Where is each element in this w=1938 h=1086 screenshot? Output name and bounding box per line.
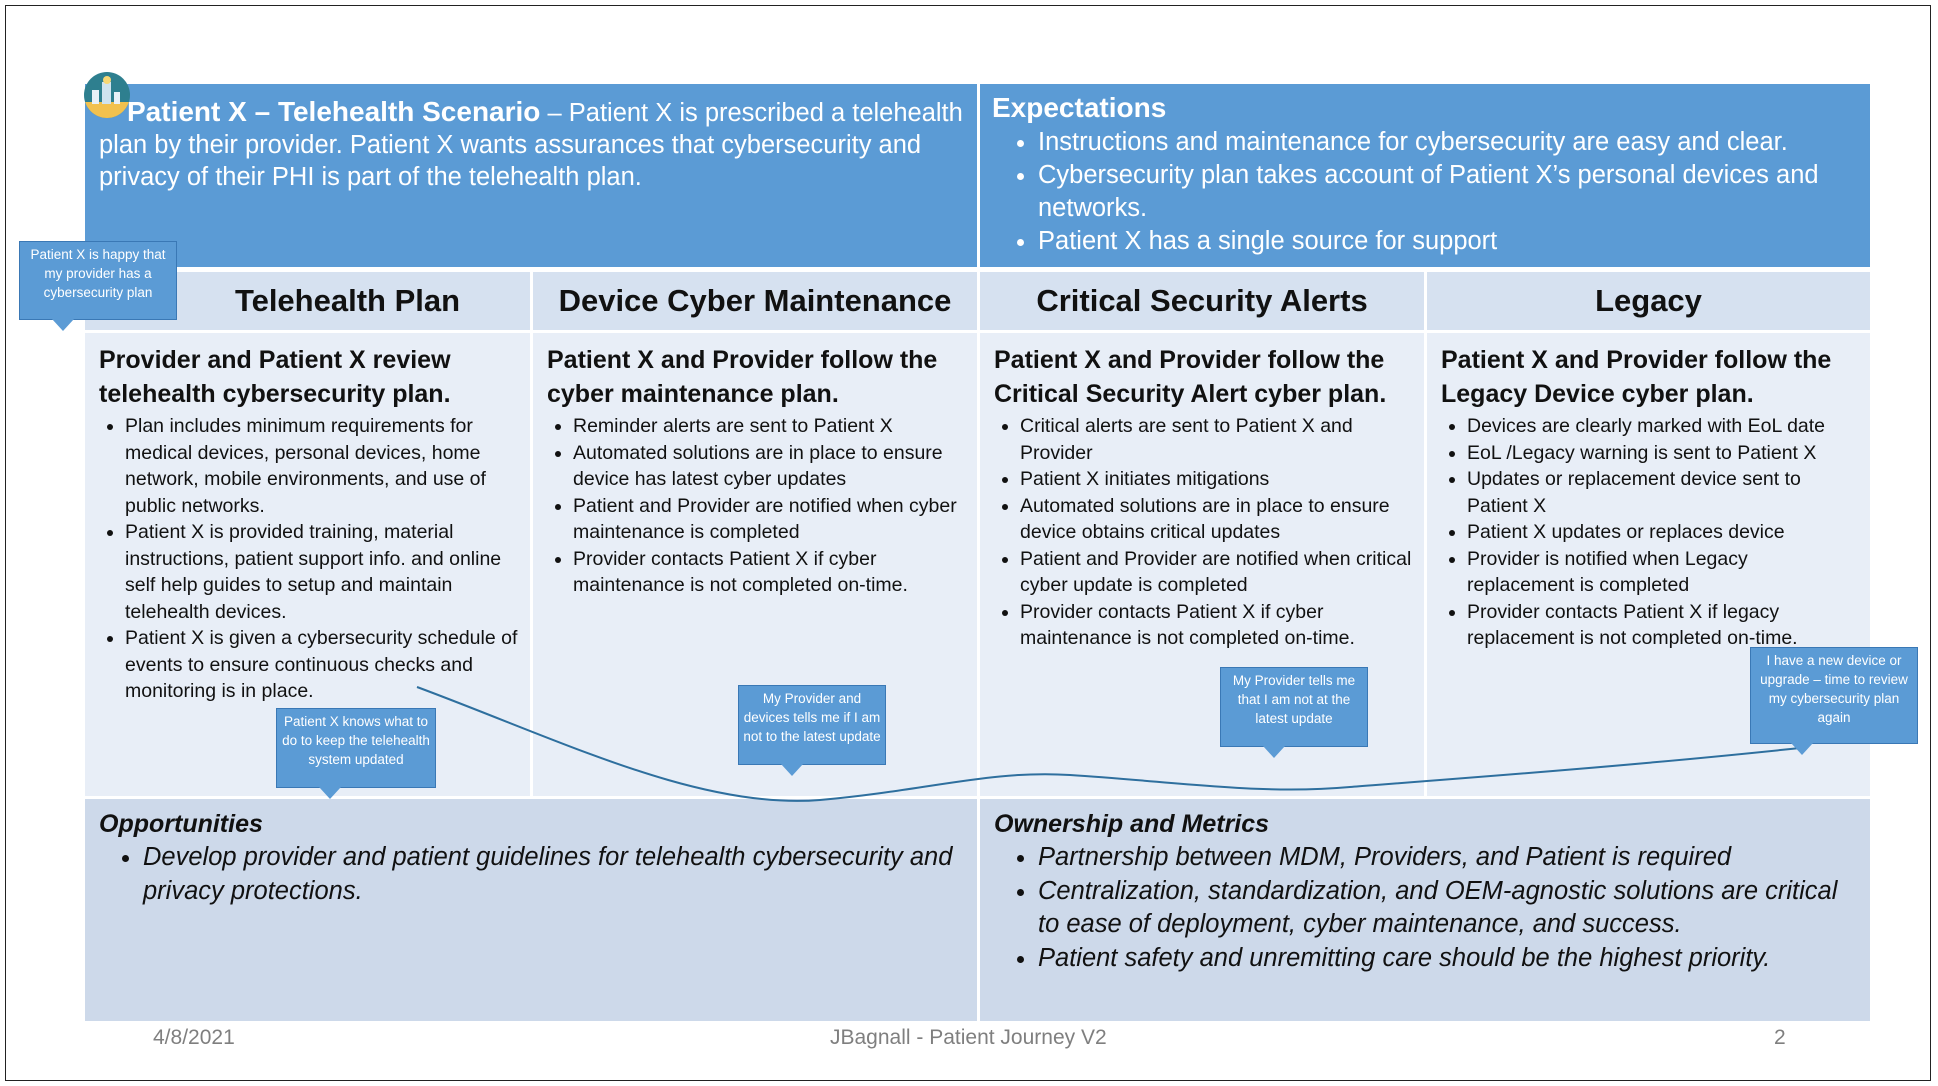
callout-new-device: I have a new device or upgrade – time to… — [1750, 647, 1918, 755]
column-bullet: Patient X updates or replaces device — [1467, 519, 1860, 546]
expectation-item: Patient X has a single source for suppor… — [1038, 225, 1856, 258]
column-bullet: Critical alerts are sent to Patient X an… — [1020, 413, 1414, 466]
column-bullet: Reminder alerts are sent to Patient X — [573, 413, 967, 440]
column-bullet: Automated solutions are in place to ensu… — [573, 440, 967, 493]
column-bullet: Provider contacts Patient X if cyber mai… — [573, 546, 967, 599]
column-lead: Patient X and Provider follow the cyber … — [547, 346, 938, 408]
callout-happy-plan: Patient X is happy that my provider has … — [19, 241, 177, 331]
slide-frame — [5, 5, 1931, 1081]
column-bullet: Patient X initiates mitigations — [1020, 466, 1414, 493]
scenario-title: Patient X – Telehealth Scenario — [127, 96, 541, 127]
column-lead: Provider and Patient X review telehealth… — [99, 346, 451, 408]
column-bullet: Patient X is provided training, material… — [125, 519, 520, 625]
column-heading-legacy: Legacy — [1427, 272, 1870, 330]
column-bullet: Automated solutions are in place to ensu… — [1020, 493, 1414, 546]
footer-date: 4/8/2021 — [153, 1026, 235, 1049]
callout-provider-devices-alert: My Provider and devices tells me if I am… — [738, 685, 886, 776]
expectations-title: Expectations — [992, 92, 1167, 123]
column-bullet: EoL /Legacy warning is sent to Patient X — [1467, 440, 1860, 467]
scenario-description: – Patient X is prescribed a telehealth p… — [99, 99, 963, 191]
column-bullet: Patient X is given a cybersecurity sched… — [125, 625, 520, 705]
column-body-telehealth-plan: Provider and Patient X review telehealth… — [85, 333, 530, 796]
callout-knows-updates: Patient X knows what to do to keep the t… — [276, 708, 436, 799]
expectation-item: Instructions and maintenance for cyberse… — [1038, 126, 1856, 159]
footer-title: JBagnall - Patient Journey V2 — [830, 1026, 1107, 1049]
expectations-panel: Expectations Instructions and maintenanc… — [980, 84, 1870, 267]
column-heading-critical-security-alerts: Critical Security Alerts — [980, 272, 1424, 330]
opportunity-item: Develop provider and patient guidelines … — [143, 841, 963, 908]
ownership-panel: Ownership and Metrics Partnership betwee… — [980, 799, 1870, 1021]
column-bullet: Updates or replacement device sent to Pa… — [1467, 466, 1860, 519]
telehealth-logo-icon — [84, 72, 130, 118]
callout-provider-alert: My Provider tells me that I am not at th… — [1220, 667, 1368, 758]
opportunities-panel: Opportunities Develop provider and patie… — [85, 799, 977, 1021]
column-bullet: Plan includes minimum requirements for m… — [125, 413, 520, 519]
column-bullet: Provider contacts Patient X if legacy re… — [1467, 599, 1860, 652]
column-heading-device-cyber-maintenance: Device Cyber Maintenance — [533, 272, 977, 330]
ownership-title: Ownership and Metrics — [994, 810, 1270, 838]
column-lead: Patient X and Provider follow the Legacy… — [1441, 346, 1832, 408]
column-bullet: Devices are clearly marked with EoL date — [1467, 413, 1860, 440]
column-bullet: Provider contacts Patient X if cyber mai… — [1020, 599, 1414, 652]
scenario-header: Patient X – Telehealth Scenario – Patien… — [85, 84, 977, 267]
column-bullet: Patient and Provider are notified when c… — [1020, 546, 1414, 599]
opportunities-title: Opportunities — [99, 810, 263, 838]
page-number: 2 — [1774, 1026, 1786, 1049]
column-bullet: Provider is notified when Legacy replace… — [1467, 546, 1860, 599]
ownership-item: Partnership between MDM, Providers, and … — [1038, 841, 1856, 875]
ownership-item: Patient safety and unremitting care shou… — [1038, 942, 1856, 976]
ownership-item: Centralization, standardization, and OEM… — [1038, 875, 1856, 942]
column-bullet: Patient and Provider are notified when c… — [573, 493, 967, 546]
column-lead: Patient X and Provider follow the Critic… — [994, 346, 1387, 408]
expectation-item: Cybersecurity plan takes account of Pati… — [1038, 159, 1856, 225]
